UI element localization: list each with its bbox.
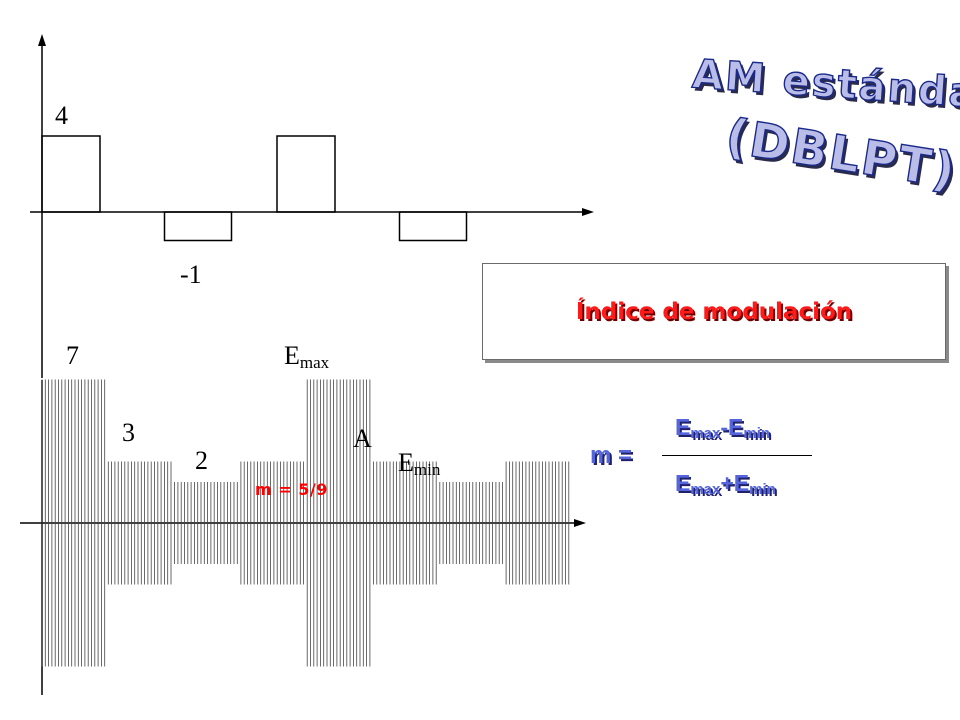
title-line-1: AM estándar — [690, 51, 960, 120]
bottom-x-axis-arrow — [574, 519, 586, 527]
emax-label: Emax — [284, 341, 330, 372]
amplitude-label-7: 7 — [66, 341, 79, 370]
formula-denominator: Emax+Emin — [675, 470, 776, 498]
modulation-formula: m = Emax-Emin Emax+Emin — [590, 410, 830, 500]
modulation-index-box: Índice de modulación — [482, 263, 946, 360]
square-pulse — [163, 211, 233, 242]
modulated-carrier — [41, 379, 570, 667]
title-line-2: (DBLPT) — [721, 107, 960, 200]
a-label: A — [353, 424, 372, 453]
square-pulse — [276, 135, 336, 213]
slide-title: AM estándar (DBLPT) — [680, 35, 960, 210]
modulation-index-value: m = 5/9 — [255, 480, 328, 499]
formula-m-label: m = — [590, 442, 633, 469]
square-pulse — [398, 211, 468, 242]
amplitude-label-3: 3 — [122, 418, 135, 447]
top-x-axis-arrow — [582, 208, 594, 216]
square-high-label: 4 — [55, 101, 68, 130]
square-wave — [41, 135, 468, 242]
fraction-bar — [662, 455, 812, 456]
top-y-axis-arrow — [38, 34, 46, 46]
emin-label: Emin — [398, 448, 441, 479]
amplitude-label-2: 2 — [195, 446, 208, 475]
modulation-index-heading: Índice de modulación — [575, 298, 853, 325]
square-low-label: -1 — [180, 260, 202, 289]
square-pulse — [41, 135, 101, 213]
formula-numerator: Emax-Emin — [675, 414, 771, 442]
